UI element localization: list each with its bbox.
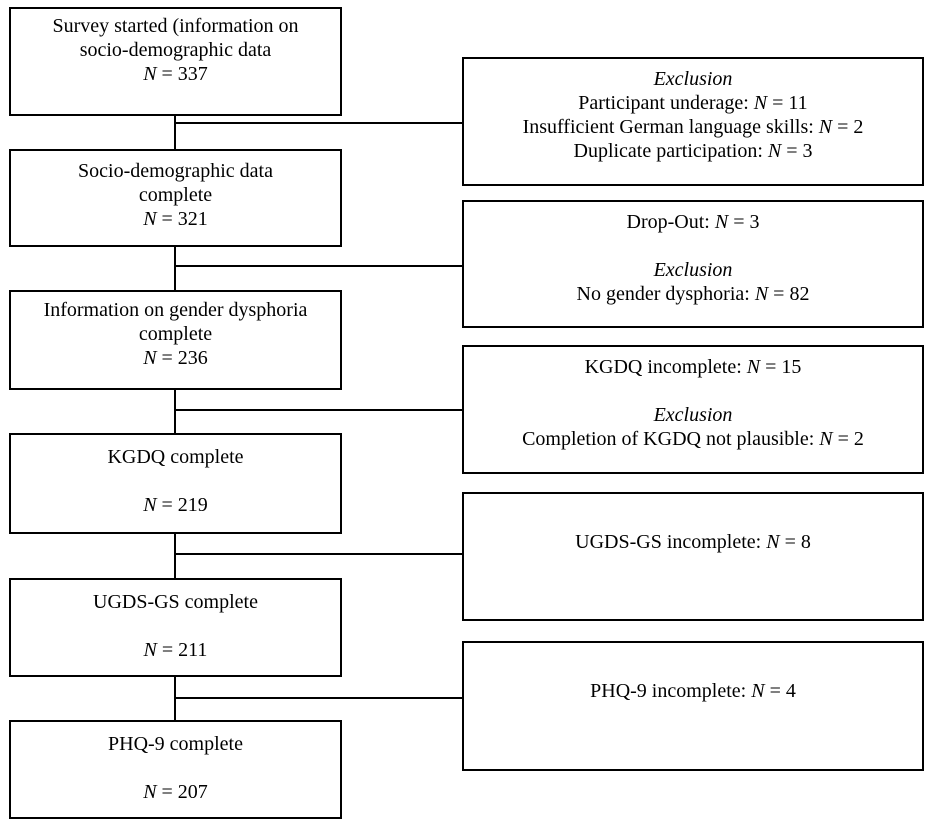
exclusion-item: Duplicate participation: N = 3: [464, 139, 922, 163]
exclusion-item-text: Duplicate participation:: [573, 140, 768, 162]
step-gender-dysphoria-complete: Information on gender dysphoria complete…: [9, 290, 342, 390]
n-symbol: N: [714, 211, 729, 233]
exclusion-box-1: Exclusion Participant underage: N = 11 I…: [462, 57, 924, 186]
exclusion-item: Completion of KGDQ not plausible: N = 2: [464, 427, 922, 451]
n-value: = 321: [161, 208, 208, 230]
dropout-item: Drop-Out: N = 3: [464, 210, 922, 234]
step-text-line: socio-demographic data: [79, 39, 272, 61]
step-survey-started: Survey started (information on socio-dem…: [9, 7, 342, 116]
n-symbol: N: [753, 92, 768, 114]
spacer: [11, 469, 340, 493]
step-phq9-complete: PHQ-9 complete N = 207: [9, 720, 342, 819]
dropout-text: PHQ-9 incomplete:: [590, 680, 752, 702]
connector-branch-5: [174, 697, 462, 699]
connector-vertical-4: [174, 534, 176, 578]
step-text-line: Socio-demographic data: [78, 160, 273, 182]
spacer: [11, 614, 340, 638]
step-text-line: UGDS-GS complete: [93, 591, 258, 613]
step-count: N = 219: [11, 493, 340, 517]
step-count: N = 337: [11, 62, 340, 86]
n-value: = 82: [773, 283, 810, 305]
n-value: = 15: [765, 356, 802, 378]
exclusion-box-4: UGDS-GS incomplete: N = 8: [462, 492, 924, 621]
connector-branch-2: [174, 265, 462, 267]
exclusion-item: Insufficient German language skills: N =…: [464, 115, 922, 139]
n-symbol: N: [766, 531, 780, 553]
n-value: = 211: [161, 639, 208, 661]
step-text-line: complete: [138, 184, 213, 206]
n-value: = 11: [772, 92, 808, 114]
step-text-line: Information on gender dysphoria: [43, 299, 308, 321]
step-count: N = 207: [11, 780, 340, 804]
exclusion-box-5: PHQ-9 incomplete: N = 4: [462, 641, 924, 771]
n-symbol: N: [143, 781, 157, 803]
n-value: = 8: [784, 531, 811, 553]
exclusion-item-text: No gender dysphoria:: [576, 283, 755, 305]
connector-vertical-3: [174, 390, 176, 433]
connector-vertical-2: [174, 247, 176, 290]
dropout-item: PHQ-9 incomplete: N = 4: [464, 679, 922, 703]
step-text-line: complete: [138, 323, 213, 345]
step-text-line: Survey started (information on: [52, 15, 299, 37]
spacer: [11, 756, 340, 780]
n-value: = 219: [161, 494, 208, 516]
dropout-item: UGDS-GS incomplete: N = 8: [464, 530, 922, 554]
connector-branch-3: [174, 409, 462, 411]
connector-branch-1: [174, 122, 462, 124]
dropout-text: KGDQ incomplete:: [584, 356, 747, 378]
step-ugds-gs-complete: UGDS-GS complete N = 211: [9, 578, 342, 677]
dropout-item: KGDQ incomplete: N = 15: [464, 355, 922, 379]
step-kgdq-complete: KGDQ complete N = 219: [9, 433, 342, 534]
exclusion-item-text: Completion of KGDQ not plausible:: [522, 428, 820, 450]
n-value: = 4: [769, 680, 796, 702]
exclusion-item-text: Participant underage:: [578, 92, 754, 114]
step-count: N = 236: [11, 346, 340, 370]
n-value: = 207: [161, 781, 208, 803]
step-text-line: PHQ-9 complete: [108, 733, 243, 755]
exclusion-heading: Exclusion: [653, 68, 733, 90]
exclusion-box-3: KGDQ incomplete: N = 15 Exclusion Comple…: [462, 345, 924, 474]
n-value: = 236: [161, 347, 208, 369]
n-symbol: N: [819, 428, 833, 450]
spacer: [464, 234, 922, 258]
step-text-line: KGDQ complete: [107, 446, 244, 468]
n-value: = 2: [837, 116, 864, 138]
step-count: N = 211: [11, 638, 340, 662]
n-value: = 3: [733, 211, 760, 233]
exclusion-item-text: Insufficient German language skills:: [522, 116, 819, 138]
exclusion-item: Participant underage: N = 11: [464, 91, 922, 115]
n-symbol: N: [143, 208, 157, 230]
n-symbol: N: [746, 356, 761, 378]
n-value: = 337: [161, 63, 208, 85]
connector-vertical-1: [174, 116, 176, 149]
n-symbol: N: [143, 347, 157, 369]
n-symbol: N: [767, 140, 782, 162]
connector-branch-4: [174, 553, 462, 555]
spacer: [464, 379, 922, 403]
dropout-text: UGDS-GS incomplete:: [575, 531, 767, 553]
n-symbol: N: [143, 494, 157, 516]
n-value: = 3: [786, 140, 813, 162]
exclusion-heading: Exclusion: [653, 259, 733, 281]
dropout-text: Drop-Out:: [626, 211, 715, 233]
step-count: N = 321: [11, 207, 340, 231]
n-symbol: N: [143, 639, 157, 661]
exclusion-box-2: Drop-Out: N = 3 Exclusion No gender dysp…: [462, 200, 924, 328]
n-value: = 2: [837, 428, 864, 450]
n-symbol: N: [818, 116, 833, 138]
n-symbol: N: [751, 680, 765, 702]
n-symbol: N: [143, 63, 157, 85]
n-symbol: N: [754, 283, 769, 305]
exclusion-heading: Exclusion: [653, 404, 733, 426]
exclusion-item: No gender dysphoria: N = 82: [464, 282, 922, 306]
step-socio-demographic-complete: Socio-demographic data complete N = 321: [9, 149, 342, 247]
